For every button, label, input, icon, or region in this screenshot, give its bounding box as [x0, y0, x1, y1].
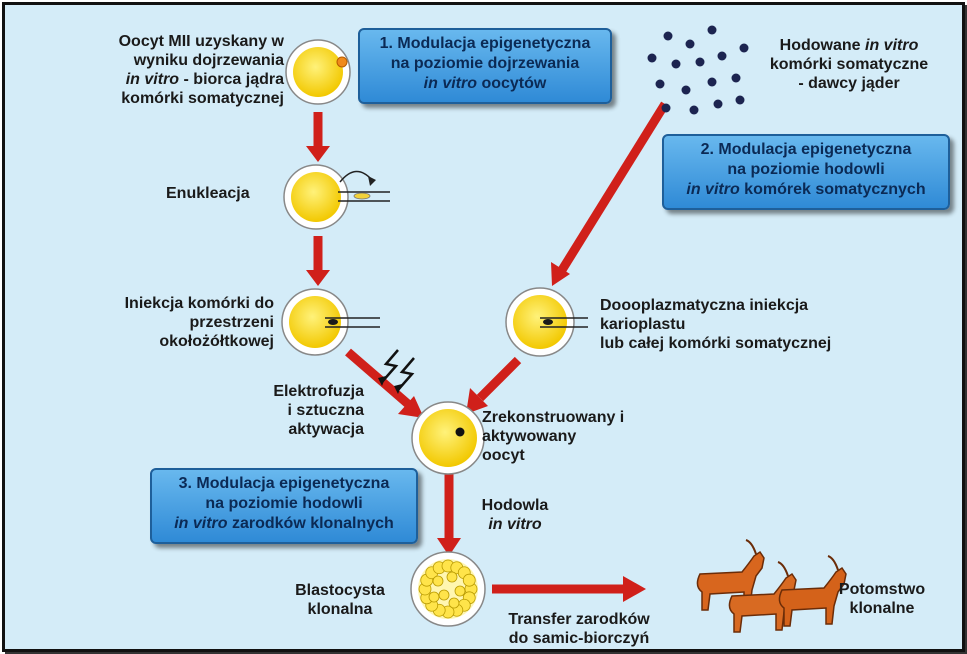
arrow-somatic-to-intracyto	[551, 101, 669, 286]
injection-pvs-line2: przestrzeni	[189, 314, 274, 331]
electrofusion-line1: Elektrofuzja	[273, 383, 364, 400]
arrow-intracyto-to-reconstructed	[466, 356, 522, 414]
somatic-cell-dot	[671, 59, 681, 69]
transfer-line1: Transfer zarodków	[508, 611, 650, 628]
somatic-cell-dot	[685, 39, 695, 49]
oocyte-mii-line2: wyniku dojrzewania	[133, 52, 284, 69]
intracyto-line1: Doooplazmatyczna iniekcja	[600, 297, 809, 314]
somatic-cell-dot	[647, 53, 657, 63]
blastomere	[446, 571, 458, 583]
reconstructed-line3: oocyt	[482, 447, 525, 464]
oocyte-mii-line1: Oocyt MII uzyskany w	[118, 33, 284, 50]
box1-line2: na poziomie dojrzewania	[390, 55, 580, 72]
injection-pvs-line3: okołożółtkowej	[159, 333, 274, 350]
transfer-label: Transfer zarodków do samic-biorczyń	[486, 610, 672, 648]
blastomere	[454, 585, 466, 597]
somatic-cell-dot	[663, 31, 673, 41]
box-embryo-culture: 3. Modulacja epigenetyczna na poziomie h…	[150, 468, 418, 544]
somatic-cell-dot	[713, 99, 723, 109]
somatic-cell-dot	[735, 95, 745, 105]
box3-line1: 3. Modulacja epigenetyczna	[178, 475, 390, 492]
box2-line3b: komórek somatycznych	[739, 181, 926, 198]
somatic-cells-line1b: in vitro	[865, 37, 919, 54]
goat-icon	[778, 555, 847, 627]
somatic-cells-icon	[647, 25, 749, 115]
box-oocyte-maturation: 1. Modulacja epigenetyczna na poziomie d…	[358, 28, 612, 104]
somatic-cell-dot	[707, 25, 717, 35]
transfer-line2: do samic-biorczyń	[508, 630, 650, 647]
arrow-enucleation-to-injection	[306, 236, 330, 286]
oocyte-mii-line3b: - biorca jądra	[179, 71, 284, 88]
reconstructed-line2: aktywowany	[482, 428, 577, 445]
blastocyst-line1: Blastocysta	[295, 582, 385, 599]
electrofusion-line3: aktywacja	[288, 421, 364, 438]
somatic-cell-dot	[717, 51, 727, 61]
blastocyst-icon	[410, 551, 486, 627]
intracyto-cell-icon	[505, 287, 588, 357]
box1-line3b: oocytów	[477, 75, 547, 92]
offspring-line1: Potomstwo	[838, 581, 926, 598]
box-somatic-culture: 2. Modulacja epigenetyczna na poziomie h…	[662, 134, 950, 210]
blastomere	[428, 591, 440, 603]
reconstructed-oocyte-icon	[411, 401, 485, 475]
somatic-cell-dot	[707, 77, 717, 87]
arrow-reconstructed-to-blastocyst	[437, 474, 461, 556]
culture-line2: in vitro	[488, 516, 542, 533]
oocyte-mii-label: Oocyt MII uzyskany w wyniku dojrzewania …	[52, 32, 284, 108]
somatic-cell-dot	[695, 57, 705, 67]
somatic-cells-line2: komórki somatyczne	[769, 56, 929, 73]
blastomere	[438, 589, 450, 601]
blastomere	[462, 573, 476, 587]
box2-line2: na poziomie hodowli	[727, 161, 885, 178]
reconstructed-line1: Zrekonstruowany i	[482, 409, 625, 426]
blastomere	[448, 597, 460, 609]
electrofusion-label: Elektrofuzja i sztuczna aktywacja	[232, 382, 364, 439]
somatic-cell-dot	[731, 73, 741, 83]
offspring-label: Potomstwo klonalne	[832, 580, 932, 618]
goats-icon	[696, 539, 847, 633]
box3-line3a: in vitro	[174, 515, 228, 532]
somatic-cell-dot	[655, 79, 665, 89]
reconstructed-label: Zrekonstruowany i aktywowany oocyt	[482, 408, 624, 465]
oocyte-mii-line3a: in vitro	[125, 71, 180, 88]
intracyto-line2: karioplastu	[600, 316, 686, 333]
injection-cell-icon	[281, 288, 380, 356]
enucleation-cell-icon	[283, 164, 390, 230]
oocyte-mii-line4: komórki somatycznej	[121, 90, 284, 107]
box2-line3a: in vitro	[686, 181, 740, 198]
box3-line2: na poziomie hodowli	[205, 495, 363, 512]
box1-line3a: in vitro	[423, 75, 477, 92]
blastomere	[432, 575, 444, 587]
somatic-cells-line1a: Hodowane	[779, 37, 865, 54]
somatic-cells-label: Hodowane in vitro komórki somatyczne - d…	[746, 36, 952, 93]
culture-label: Hodowla in vitro	[470, 496, 560, 534]
electrofusion-line2: i sztuczna	[287, 402, 364, 419]
oocyte-mii-icon	[285, 39, 351, 105]
somatic-cell-dot	[689, 105, 699, 115]
goat-icon	[728, 561, 797, 633]
somatic-cell-dot	[681, 85, 691, 95]
injection-pvs-label: Iniekcja komórki do przestrzeni okołożół…	[64, 294, 274, 351]
somatic-cell-dot	[739, 43, 749, 53]
intracyto-line3: lub całej komórki somatycznej	[600, 335, 832, 352]
box1-line1: 1. Modulacja epigenetyczna	[379, 35, 591, 52]
electric-pulse-icon	[378, 349, 415, 394]
injection-pvs-line1: Iniekcja komórki do	[124, 295, 274, 312]
box2-line1: 2. Modulacja epigenetyczna	[700, 141, 912, 158]
arrow-blastocyst-to-offspring	[492, 576, 646, 602]
blastocyst-label: Blastocysta klonalna	[280, 581, 400, 619]
somatic-cells-line3: - dawcy jąder	[798, 75, 900, 92]
box3-line3b: zarodków klonalnych	[227, 515, 394, 532]
arrow-oocyte-to-enucleation	[306, 112, 330, 162]
intracyto-label: Doooplazmatyczna iniekcja karioplastu lu…	[600, 296, 831, 353]
culture-line1: Hodowla	[481, 497, 549, 514]
somatic-cell-dot	[661, 103, 671, 113]
offspring-line2: klonalne	[849, 600, 915, 617]
enucleation-label: Enukleacja	[166, 185, 250, 202]
blastocyst-line2: klonalna	[307, 601, 373, 618]
